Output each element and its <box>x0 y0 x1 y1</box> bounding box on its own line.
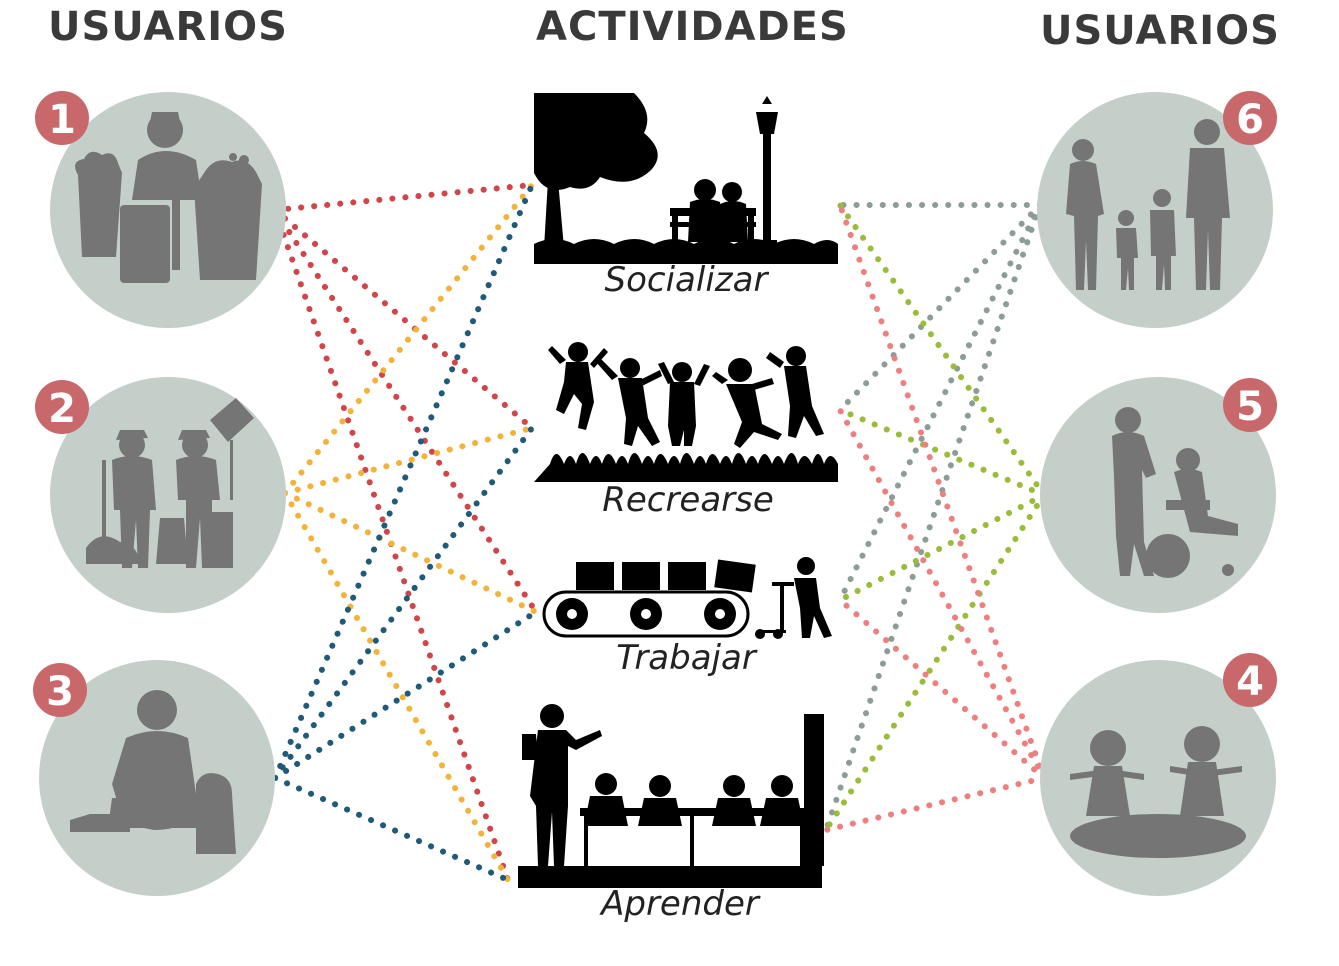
user-circle-5 <box>1040 377 1276 613</box>
badge-number-1: 1 <box>48 97 76 143</box>
activity-image-aprender <box>518 704 824 888</box>
activity-label-aprender: Aprender <box>601 884 759 924</box>
user-circle-1 <box>50 92 286 328</box>
children-playing-icon <box>1070 726 1246 858</box>
connection-user-3-socializar <box>272 182 535 781</box>
connection-user-1-recrearse <box>272 207 535 431</box>
activity-label-recrearse: Recrearse <box>602 480 774 520</box>
badge-user-1: 1 <box>35 91 89 145</box>
connection-user-4-recrearse <box>837 407 1047 781</box>
user-circle-2 <box>50 377 286 613</box>
connection-user-4-socializar <box>837 202 1047 781</box>
recyclers-with-sacks-icon <box>75 112 262 283</box>
badge-number-5: 5 <box>1236 384 1264 430</box>
activity-image-socializar <box>534 93 838 264</box>
connection-user-4-trabajar <box>837 597 1047 781</box>
connection-user-4-aprender <box>823 775 1047 833</box>
connection-user-1-trabajar <box>272 207 539 615</box>
connection-user-6-recrearse <box>837 202 1043 413</box>
wheelchair-user-with-caregiver-icon <box>1112 407 1238 578</box>
activity-label-trabajar: Trabajar <box>616 638 756 678</box>
street-sweepers-icon <box>86 398 254 568</box>
connection-user-5-recrearse <box>837 407 1047 498</box>
badge-number-6: 6 <box>1236 97 1264 143</box>
classroom-teacher-icon <box>518 704 824 888</box>
connection-user-2-socializar <box>282 182 535 496</box>
heading-users-left: USUARIOS <box>48 4 288 50</box>
heading-activities: ACTIVIDADES <box>536 4 849 50</box>
connection-user-3-recrearse <box>272 425 535 781</box>
connection-user-5-aprender <box>823 492 1047 833</box>
seated-vendor-icon <box>70 690 236 854</box>
badge-number-3: 3 <box>46 669 74 715</box>
family-group-icon <box>1066 119 1230 290</box>
connection-lines <box>272 182 1047 883</box>
park-bench-couple-icon <box>534 93 838 264</box>
badge-user-4: 4 <box>1223 653 1277 707</box>
badge-user-5: 5 <box>1223 378 1277 432</box>
badge-user-2: 2 <box>35 380 89 434</box>
connection-user-6-aprender <box>823 202 1043 833</box>
badge-number-4: 4 <box>1236 659 1264 705</box>
activity-image-trabajar <box>542 557 832 639</box>
connection-user-2-aprender <box>282 490 511 883</box>
heading-users-right: USUARIOS <box>1040 8 1280 54</box>
activity-image-recrearse <box>534 342 838 482</box>
connection-user-5-trabajar <box>837 492 1047 603</box>
user-circle-3 <box>39 660 275 896</box>
user-circle-6 <box>1037 92 1273 328</box>
connection-user-5-socializar <box>837 202 1047 498</box>
conveyor-belt-worker-icon <box>542 557 832 639</box>
people-jumping-icon <box>534 342 838 482</box>
user-circle-4 <box>1040 660 1276 896</box>
badge-user-3: 3 <box>33 663 87 717</box>
connection-user-3-aprender <box>272 775 511 883</box>
connection-user-3-trabajar <box>272 609 539 781</box>
badge-number-2: 2 <box>48 386 76 432</box>
connection-user-6-trabajar <box>837 202 1043 603</box>
badge-user-6: 6 <box>1223 91 1277 145</box>
connection-user-1-socializar <box>272 182 535 213</box>
activity-label-socializar: Socializar <box>604 260 768 300</box>
